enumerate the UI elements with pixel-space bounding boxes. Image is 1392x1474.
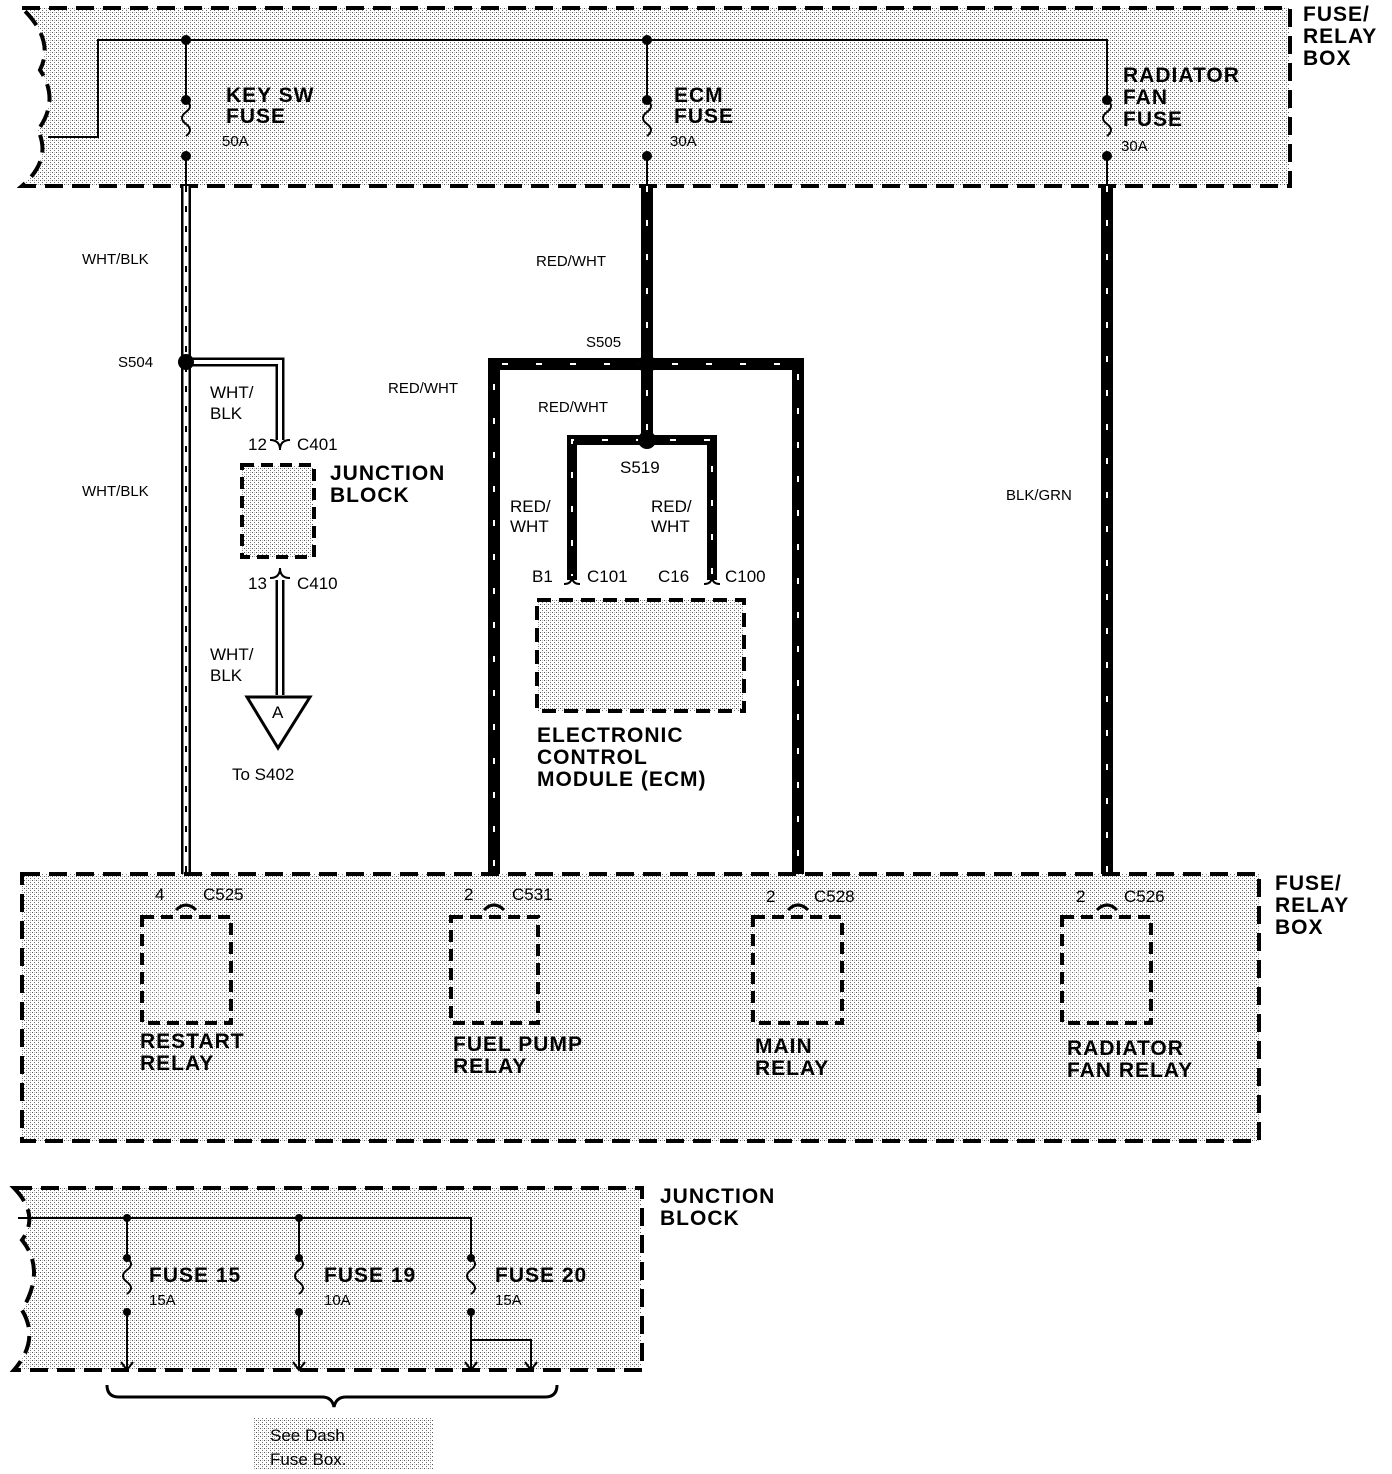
wire-label-red-wht-ecm-left-2: WHT: [510, 517, 549, 536]
relay-boxes: [140, 915, 1153, 1025]
c401-label: C401: [297, 435, 338, 454]
top-box-label-3: BOX: [1303, 47, 1352, 70]
fuel-pump-relay-connector: C531: [512, 885, 553, 904]
bottom-jb-label-2: BLOCK: [660, 1207, 740, 1230]
ecm-pin-c16: C16: [658, 567, 689, 586]
splice-s519: [638, 431, 656, 449]
bottom-jb-label-1: JUNCTION: [660, 1185, 775, 1208]
fuel-pump-relay-name-1: FUEL PUMP: [453, 1033, 583, 1056]
radiator-fan-fuse-name-1: RADIATOR: [1123, 64, 1240, 87]
key-sw-fuse-name-2: FUSE: [226, 105, 286, 128]
c410-label: C410: [297, 574, 338, 593]
radiator-fan-relay-pin: 2: [1076, 887, 1085, 906]
wire-label-wht-blk-upper: WHT/BLK: [82, 251, 149, 268]
wire-label-jb-lower-2: BLK: [210, 666, 243, 685]
fuse-19-name: FUSE 19: [324, 1264, 416, 1287]
wire-label-red-wht-ecm-right-1: RED/: [651, 497, 692, 516]
main-relay-connector: C528: [814, 887, 855, 906]
bottom-box-label-2: RELAY: [1275, 894, 1349, 917]
relay-connector-ticks: [174, 903, 1119, 912]
ecm-c100: C100: [725, 567, 766, 586]
main-relay-name-2: RELAY: [755, 1057, 829, 1080]
ecm-fuse-name-1: ECM: [674, 84, 724, 107]
key-sw-fuse-symbol: [181, 35, 191, 186]
ecm-c101: C101: [587, 567, 628, 586]
splice-s504-label: S504: [118, 354, 153, 371]
junction-block-mid: [240, 439, 316, 579]
c401-pin: 12: [248, 435, 267, 454]
restart-relay-name-1: RESTART: [140, 1030, 245, 1053]
main-relay-name-1: MAIN: [755, 1035, 813, 1058]
ecm-pin-b1: B1: [532, 567, 553, 586]
fuse-20-name: FUSE 20: [495, 1264, 587, 1287]
red-wht-wire: [488, 186, 804, 900]
splice-s519-label: S519: [620, 458, 660, 477]
to-s402-reference-icon: [244, 695, 313, 751]
top-fuse-relay-box: [16, 6, 1292, 188]
radiator-fan-relay-name-1: RADIATOR: [1067, 1037, 1184, 1060]
wire-label-wht-blk-lower: WHT/BLK: [82, 483, 149, 500]
note-line-1: See Dash: [270, 1426, 345, 1445]
ecm-label-3: MODULE (ECM): [537, 768, 706, 791]
radiator-fan-fuse-symbol: [1102, 95, 1112, 186]
splice-s504: [178, 354, 194, 370]
ecm-module: [535, 575, 746, 713]
junction-block-mid-label-1: JUNCTION: [330, 462, 445, 485]
junction-block-mid-label-2: BLOCK: [330, 484, 410, 507]
fuse-15-rating: 15A: [149, 1292, 176, 1309]
note-box: [254, 1418, 434, 1470]
fuse-20-rating: 15A: [495, 1292, 522, 1309]
splice-s505: [638, 355, 656, 373]
fuel-pump-relay-pin: 2: [464, 885, 473, 904]
top-box-label-2: RELAY: [1303, 25, 1377, 48]
wire-label-jb-upper-1: WHT/: [210, 383, 254, 402]
wire-label-jb-upper-2: BLK: [210, 404, 243, 423]
note-line-2: Fuse Box.: [270, 1450, 347, 1469]
ecm-fuse-rating: 30A: [670, 133, 697, 150]
radiator-fan-fuse-name-2: FAN: [1123, 86, 1168, 109]
wire-label-red-wht-upper: RED/WHT: [536, 253, 606, 270]
wire-label-red-wht-left: RED/WHT: [388, 380, 458, 397]
bottom-junction-block: [9, 1186, 644, 1372]
wire-label-red-wht-ecm-right-2: WHT: [651, 517, 690, 536]
radiator-fan-relay-connector: C526: [1124, 887, 1165, 906]
key-sw-fuse-name-1: KEY SW: [226, 84, 314, 107]
wire-label-blk-grn: BLK/GRN: [1006, 487, 1072, 504]
ecm-fuse-name-2: FUSE: [674, 105, 734, 128]
wire-label-jb-lower-1: WHT/: [210, 645, 254, 664]
radiator-fan-fuse-rating: 30A: [1121, 138, 1148, 155]
reference-to-s402: To S402: [232, 765, 294, 784]
ecm-fuse-symbol: [642, 35, 652, 186]
bottom-box-label-1: FUSE/: [1275, 872, 1342, 895]
ecm-label-1: ELECTRONIC: [537, 724, 684, 747]
reference-letter: A: [272, 703, 284, 722]
ecm-label-2: CONTROL: [537, 746, 648, 769]
wire-label-red-wht-mid: RED/WHT: [538, 399, 608, 416]
top-box-label-1: FUSE/: [1303, 3, 1370, 26]
restart-relay-pin: 4: [155, 885, 164, 904]
wire-label-red-wht-ecm-left-1: RED/: [510, 497, 551, 516]
main-relay-pin: 2: [766, 887, 775, 906]
radiator-fan-fuse-name-3: FUSE: [1123, 108, 1183, 131]
fuse-19-rating: 10A: [324, 1292, 351, 1309]
splice-s505-label: S505: [586, 334, 621, 351]
fuel-pump-relay-name-2: RELAY: [453, 1055, 527, 1078]
c410-pin: 13: [248, 574, 267, 593]
restart-relay-name-2: RELAY: [140, 1052, 214, 1075]
fuse-15-name: FUSE 15: [149, 1264, 241, 1287]
dash-fuse-brace: [105, 1384, 559, 1408]
bottom-box-label-3: BOX: [1275, 916, 1324, 939]
restart-relay-connector: C525: [203, 885, 244, 904]
key-sw-fuse-rating: 50A: [222, 133, 249, 150]
radiator-fan-relay-name-2: FAN RELAY: [1067, 1059, 1193, 1082]
